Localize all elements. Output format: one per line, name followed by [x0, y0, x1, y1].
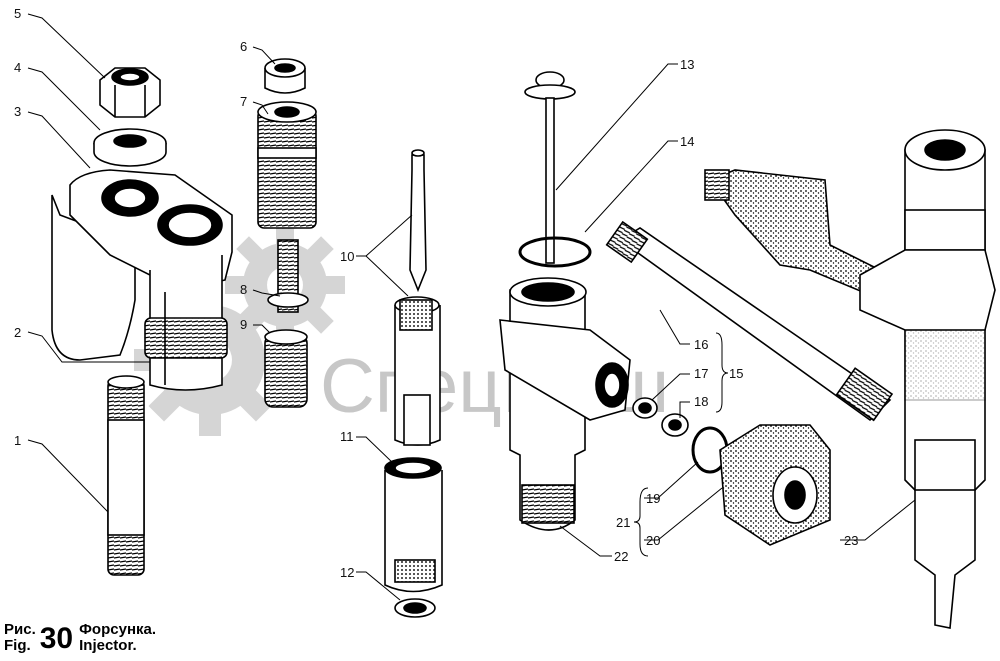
- part-18-washer: [661, 413, 689, 437]
- brace-marks: [633, 332, 729, 557]
- callout-labels: 5 4 3 2 1 6 7 8 9 10 11 12 13 14 16 17 1…: [14, 6, 858, 580]
- leader-lines: [27, 13, 916, 601]
- callout-21: 21: [616, 515, 630, 530]
- callout-18: 18: [694, 394, 708, 409]
- callout-9: 9: [240, 317, 247, 332]
- part-14-ring: [518, 236, 592, 268]
- part-12-washer: [394, 598, 436, 618]
- part-1-stud: [107, 375, 145, 576]
- callout-10: 10: [340, 249, 354, 264]
- callout-22: 22: [614, 549, 628, 564]
- part-4-washer: [93, 128, 167, 167]
- callout-12: 12: [340, 565, 354, 580]
- callout-4: 4: [14, 60, 21, 75]
- part-10-needle-nozzle: [394, 149, 441, 446]
- part-7-sleeve: [257, 101, 317, 229]
- caption-title: Форсунка. Injector.: [79, 622, 156, 654]
- callout-7: 7: [240, 94, 247, 109]
- part-6-cap: [264, 58, 306, 94]
- callout-23: 23: [844, 533, 858, 548]
- part-20-fitting: [719, 424, 831, 546]
- callout-3: 3: [14, 104, 21, 119]
- part-16-tube: [605, 220, 894, 422]
- caption-prefix: Рис. Fig.: [4, 622, 36, 654]
- callout-1: 1: [14, 433, 21, 448]
- callout-17: 17: [694, 366, 708, 381]
- caption-title-ru: Форсунка.: [79, 621, 157, 638]
- part-9-spring: [264, 329, 308, 408]
- callout-15: 15: [729, 366, 743, 381]
- caption-title-en: Injector.: [79, 637, 137, 654]
- part-8-rod: [267, 239, 309, 313]
- callout-16: 16: [694, 337, 708, 352]
- caption-prefix-ru: Рис.: [4, 621, 36, 638]
- callout-19: 19: [646, 491, 660, 506]
- callout-6: 6: [240, 39, 247, 54]
- part-17-nut: [632, 397, 658, 419]
- parts-drawing: [51, 58, 996, 629]
- part-2-bracket: [51, 169, 233, 391]
- part-13-pin: [524, 71, 576, 264]
- callout-11: 11: [340, 429, 354, 444]
- part-23-assembled-injector: [704, 129, 996, 629]
- part-11-nozzle-nut: [384, 457, 443, 593]
- figure-caption: Рис. Fig. 30 Форсунка. Injector.: [4, 622, 156, 654]
- callout-5: 5: [14, 6, 21, 21]
- callout-13: 13: [680, 57, 694, 72]
- caption-prefix-en: Fig.: [4, 637, 31, 654]
- caption-figure-number: 30: [39, 622, 74, 655]
- part-22-body: [499, 277, 631, 531]
- callout-2: 2: [14, 325, 21, 340]
- callout-14: 14: [680, 134, 694, 149]
- part-5-nut: [99, 67, 161, 118]
- callout-20: 20: [646, 533, 660, 548]
- callout-8: 8: [240, 282, 247, 297]
